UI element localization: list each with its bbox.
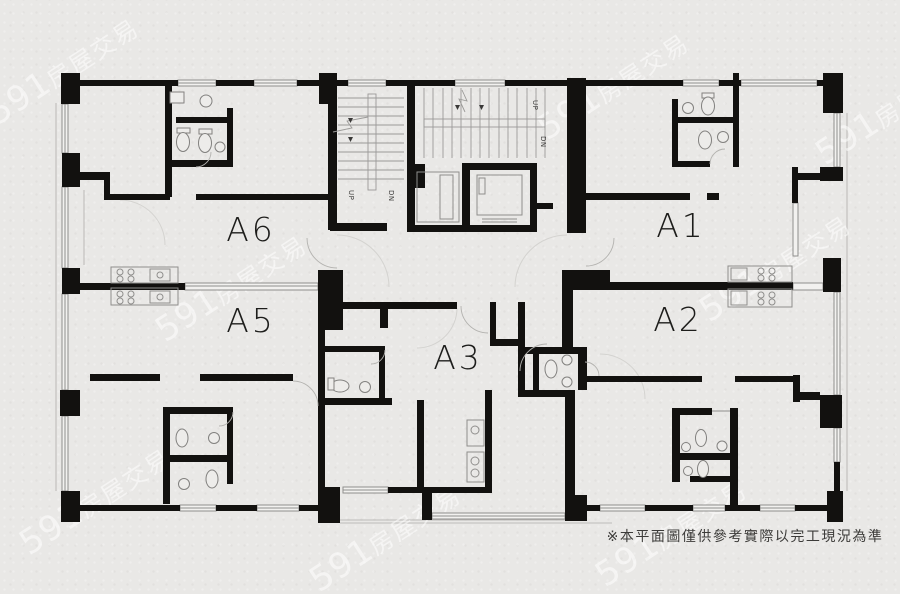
stair-elevator-core: UP DN UP DN: [328, 78, 586, 233]
door-arcs: [195, 148, 726, 427]
pipe-shaft-icon: [416, 171, 460, 223]
bathroom-fixtures: [175, 428, 220, 490]
watermark-text: 591房屋交易: [12, 436, 178, 563]
stair-down-label: DN: [387, 190, 395, 202]
unit-label-a3: A3: [433, 338, 483, 377]
stair-up-label: UP: [531, 100, 539, 110]
unit-a3-interior: [318, 302, 575, 495]
watermark-text: 591房屋交易: [0, 6, 146, 133]
site-outline-lines: [55, 103, 848, 524]
bathroom-fixtures: [169, 91, 226, 153]
unit-a1-interior: [586, 73, 793, 283]
unit-label-a1: A1: [656, 206, 706, 245]
elevator-car-icon: [476, 174, 523, 223]
bathroom-fixtures: [682, 92, 729, 150]
kitchen-counter: [110, 266, 179, 284]
kitchen-counter: [727, 265, 793, 283]
unit-label-a5: A5: [226, 301, 276, 340]
unit-a6-interior: [104, 86, 330, 284]
perimeter-walls: [80, 80, 840, 520]
unit-labels: A1 A2 A3 A5 A6: [226, 206, 706, 377]
bathroom-fixtures: [544, 354, 728, 478]
stair-up-label: UP: [347, 190, 355, 200]
disclaimer-note: ※本平面圖僅供參考實際以完工現況為準: [607, 528, 884, 545]
unit-a5-interior: [90, 287, 293, 504]
stairs-right: UP DN: [423, 88, 547, 158]
stairs-left: UP DN: [332, 93, 404, 202]
faint-door-swings: [119, 199, 646, 400]
unit-label-a2: A2: [653, 300, 703, 339]
kitchen-counter: [727, 288, 793, 308]
watermark-text: 591房屋交易: [808, 46, 900, 173]
stair-down-label: DN: [539, 136, 547, 148]
bathroom-fixtures: [327, 377, 371, 393]
kitchen-counter: [110, 287, 179, 306]
kitchen-counter: [466, 419, 485, 483]
unit-a2-interior: [520, 288, 793, 505]
unit-divider-walls: [62, 270, 793, 347]
unit-label-a6: A6: [226, 210, 276, 249]
